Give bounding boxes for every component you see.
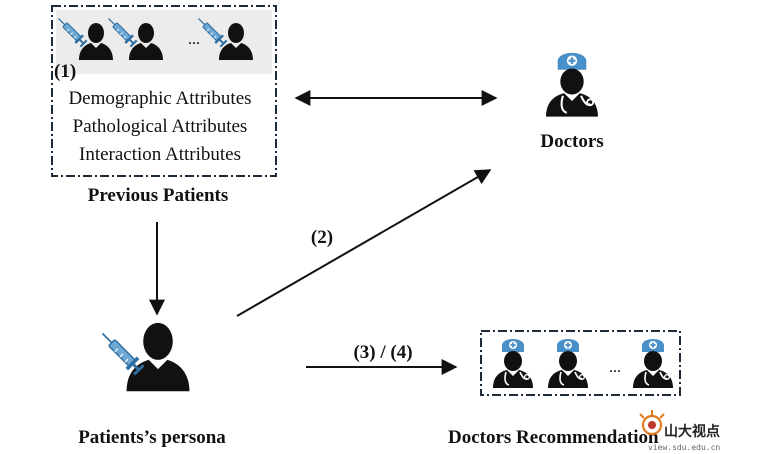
doctor-icon <box>547 338 589 389</box>
watermark-url: view.sdu.edu.cn <box>648 443 720 452</box>
patient-icon <box>126 322 190 392</box>
demographic-attributes: Demographic Attributes <box>68 88 251 109</box>
watermark-text: 山大视点 <box>664 423 720 440</box>
doctor-icon <box>632 338 674 389</box>
step-1-label: (1) <box>54 61 76 82</box>
eye-logo-icon <box>639 410 665 436</box>
step-2-label: (2) <box>311 227 333 248</box>
doctor-icon <box>544 51 600 118</box>
recommendation-label: Doctors Recommendation <box>448 427 659 448</box>
recommended-ellipsis: ... <box>609 359 621 376</box>
patients-strip <box>56 10 272 74</box>
step-3-4-label: (3) / (4) <box>353 342 412 363</box>
doctor-figure <box>544 51 600 118</box>
recommended-doctor-1 <box>492 338 534 389</box>
recommended-doctors-box <box>480 330 681 396</box>
pathological-attributes: Pathological Attributes <box>73 116 248 137</box>
patient-persona-figure <box>95 322 190 392</box>
recommended-doctor-2 <box>547 338 589 389</box>
doctor-icon <box>492 338 534 389</box>
syringe-icon <box>95 326 147 378</box>
recommended-doctor-n <box>632 338 674 389</box>
watermark: 山大视点 view.sdu.edu.cn <box>639 410 720 452</box>
doctors-label: Doctors <box>540 131 603 152</box>
previous-patients-label: Previous Patients <box>88 185 229 206</box>
persona-label: Patients’s persona <box>78 427 226 448</box>
diagonal-arrow <box>236 169 492 317</box>
previous-patients-box <box>51 5 277 177</box>
patients-ellipsis: ... <box>188 31 200 48</box>
interaction-attributes: Interaction Attributes <box>79 144 241 165</box>
